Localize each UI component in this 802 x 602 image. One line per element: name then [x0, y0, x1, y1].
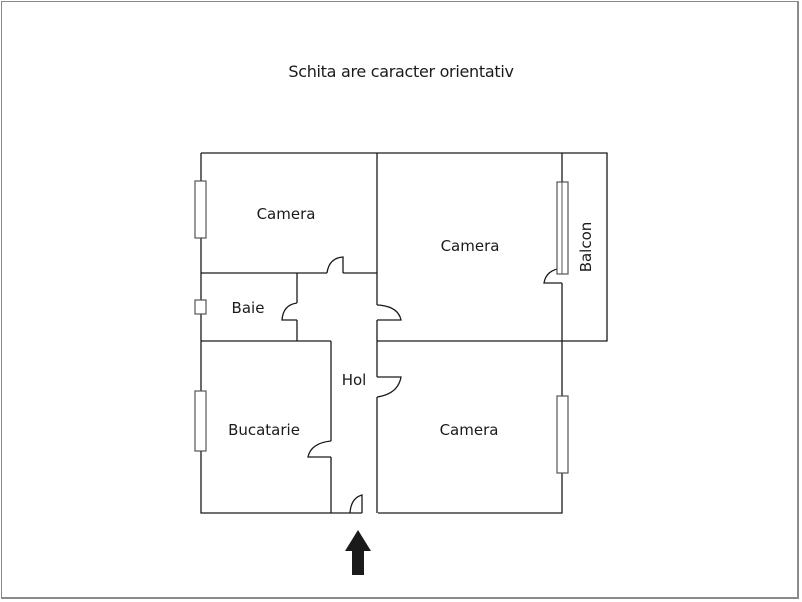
room-label-baie: Baie	[232, 299, 265, 317]
window-baie	[194, 299, 207, 315]
plan-title: Schita are caracter orientativ	[288, 62, 514, 81]
room-label-camera-1: Camera	[257, 205, 316, 223]
window-camera1	[194, 180, 207, 239]
room-label-balcon: Balcon	[577, 222, 595, 273]
window-camera3	[556, 395, 569, 474]
room-label-camera-2: Camera	[441, 237, 500, 255]
room-label-hol: Hol	[342, 371, 367, 389]
window-bucatarie	[194, 390, 207, 452]
door-camera3	[376, 376, 402, 398]
door-entrance	[349, 494, 363, 514]
door-baie	[281, 302, 298, 321]
door-bucatarie	[307, 440, 332, 458]
arrow-up-icon	[345, 530, 371, 575]
room-label-bucatarie: Bucatarie	[228, 421, 300, 439]
door-camera1	[326, 256, 344, 274]
room-label-camera-3: Camera	[440, 421, 499, 439]
door-camera2	[376, 304, 402, 321]
